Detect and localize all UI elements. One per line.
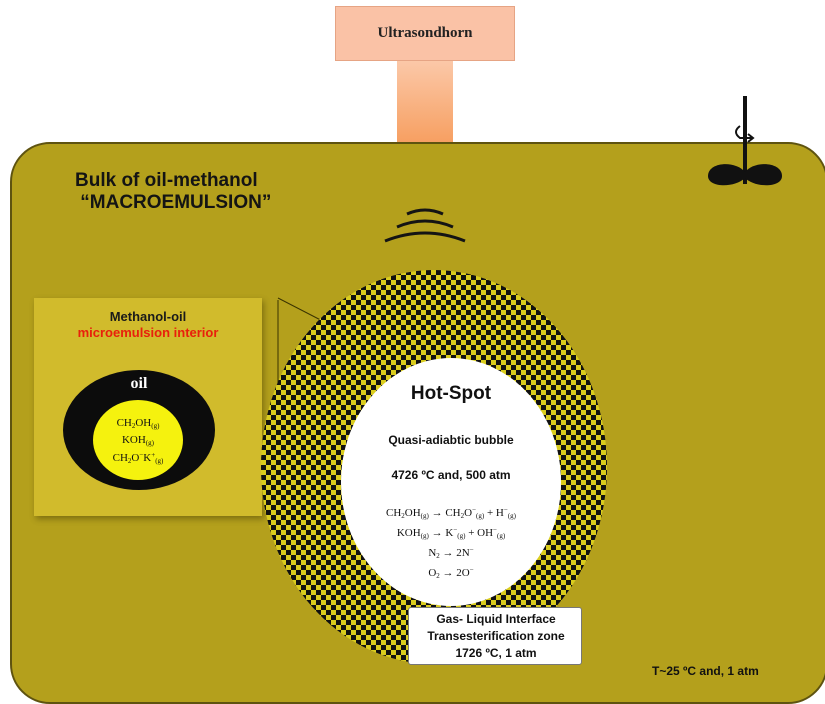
inset-subtitle: microemulsion interior xyxy=(77,325,219,340)
methanol-core xyxy=(93,400,183,480)
interface-zone-box: Gas- Liquid Interface Transesterificatio… xyxy=(408,607,582,665)
bulk-title: Bulk of oil-methanol “MACROEMULSION” xyxy=(75,170,272,213)
stirrer-icon xyxy=(708,96,782,186)
bulk-conditions: T~25 ºC and, 1 atm xyxy=(652,664,759,678)
oil-label: oil xyxy=(130,375,148,392)
inset-title: Methanol-oil xyxy=(109,309,187,324)
interface-line-3: 1726 ºC, 1 atm xyxy=(455,646,537,660)
reaction-3: N2 → 2N− xyxy=(428,546,474,560)
horn-label-text: Ultrasondhorn xyxy=(377,25,473,41)
reaction-4: O2 → 2O− xyxy=(428,566,474,580)
reaction-2: KOH(g) → K−(g) + OH−(g) xyxy=(396,526,506,540)
ultrasound-horn-label: Ultrasondhorn xyxy=(335,6,515,61)
core-species-1: CH2OH(g) xyxy=(116,417,160,430)
reaction-1: CH2OH(g) → CH2O−(g) + H−(g) xyxy=(386,506,516,520)
hot-spot-title: Hot-Spot xyxy=(410,383,492,404)
interface-line-1: Gas- Liquid Interface xyxy=(436,612,556,626)
sound-waves-icon xyxy=(384,208,466,243)
core-species-2: KOH(g) xyxy=(121,434,154,447)
hot-spot-conditions: 4726 ºC and, 500 atm xyxy=(391,468,511,482)
reaction-list: CH2OH(g) → CH2O−(g) + H−(g) KOH(g) → K−(… xyxy=(341,503,561,583)
interface-line-2: Transesterification zone xyxy=(427,629,565,643)
core-species-3: CH2O−K+(g) xyxy=(112,451,164,465)
hot-spot-subtitle: Quasi-adiabtic bubble xyxy=(388,433,514,447)
hot-spot-core xyxy=(341,358,561,606)
